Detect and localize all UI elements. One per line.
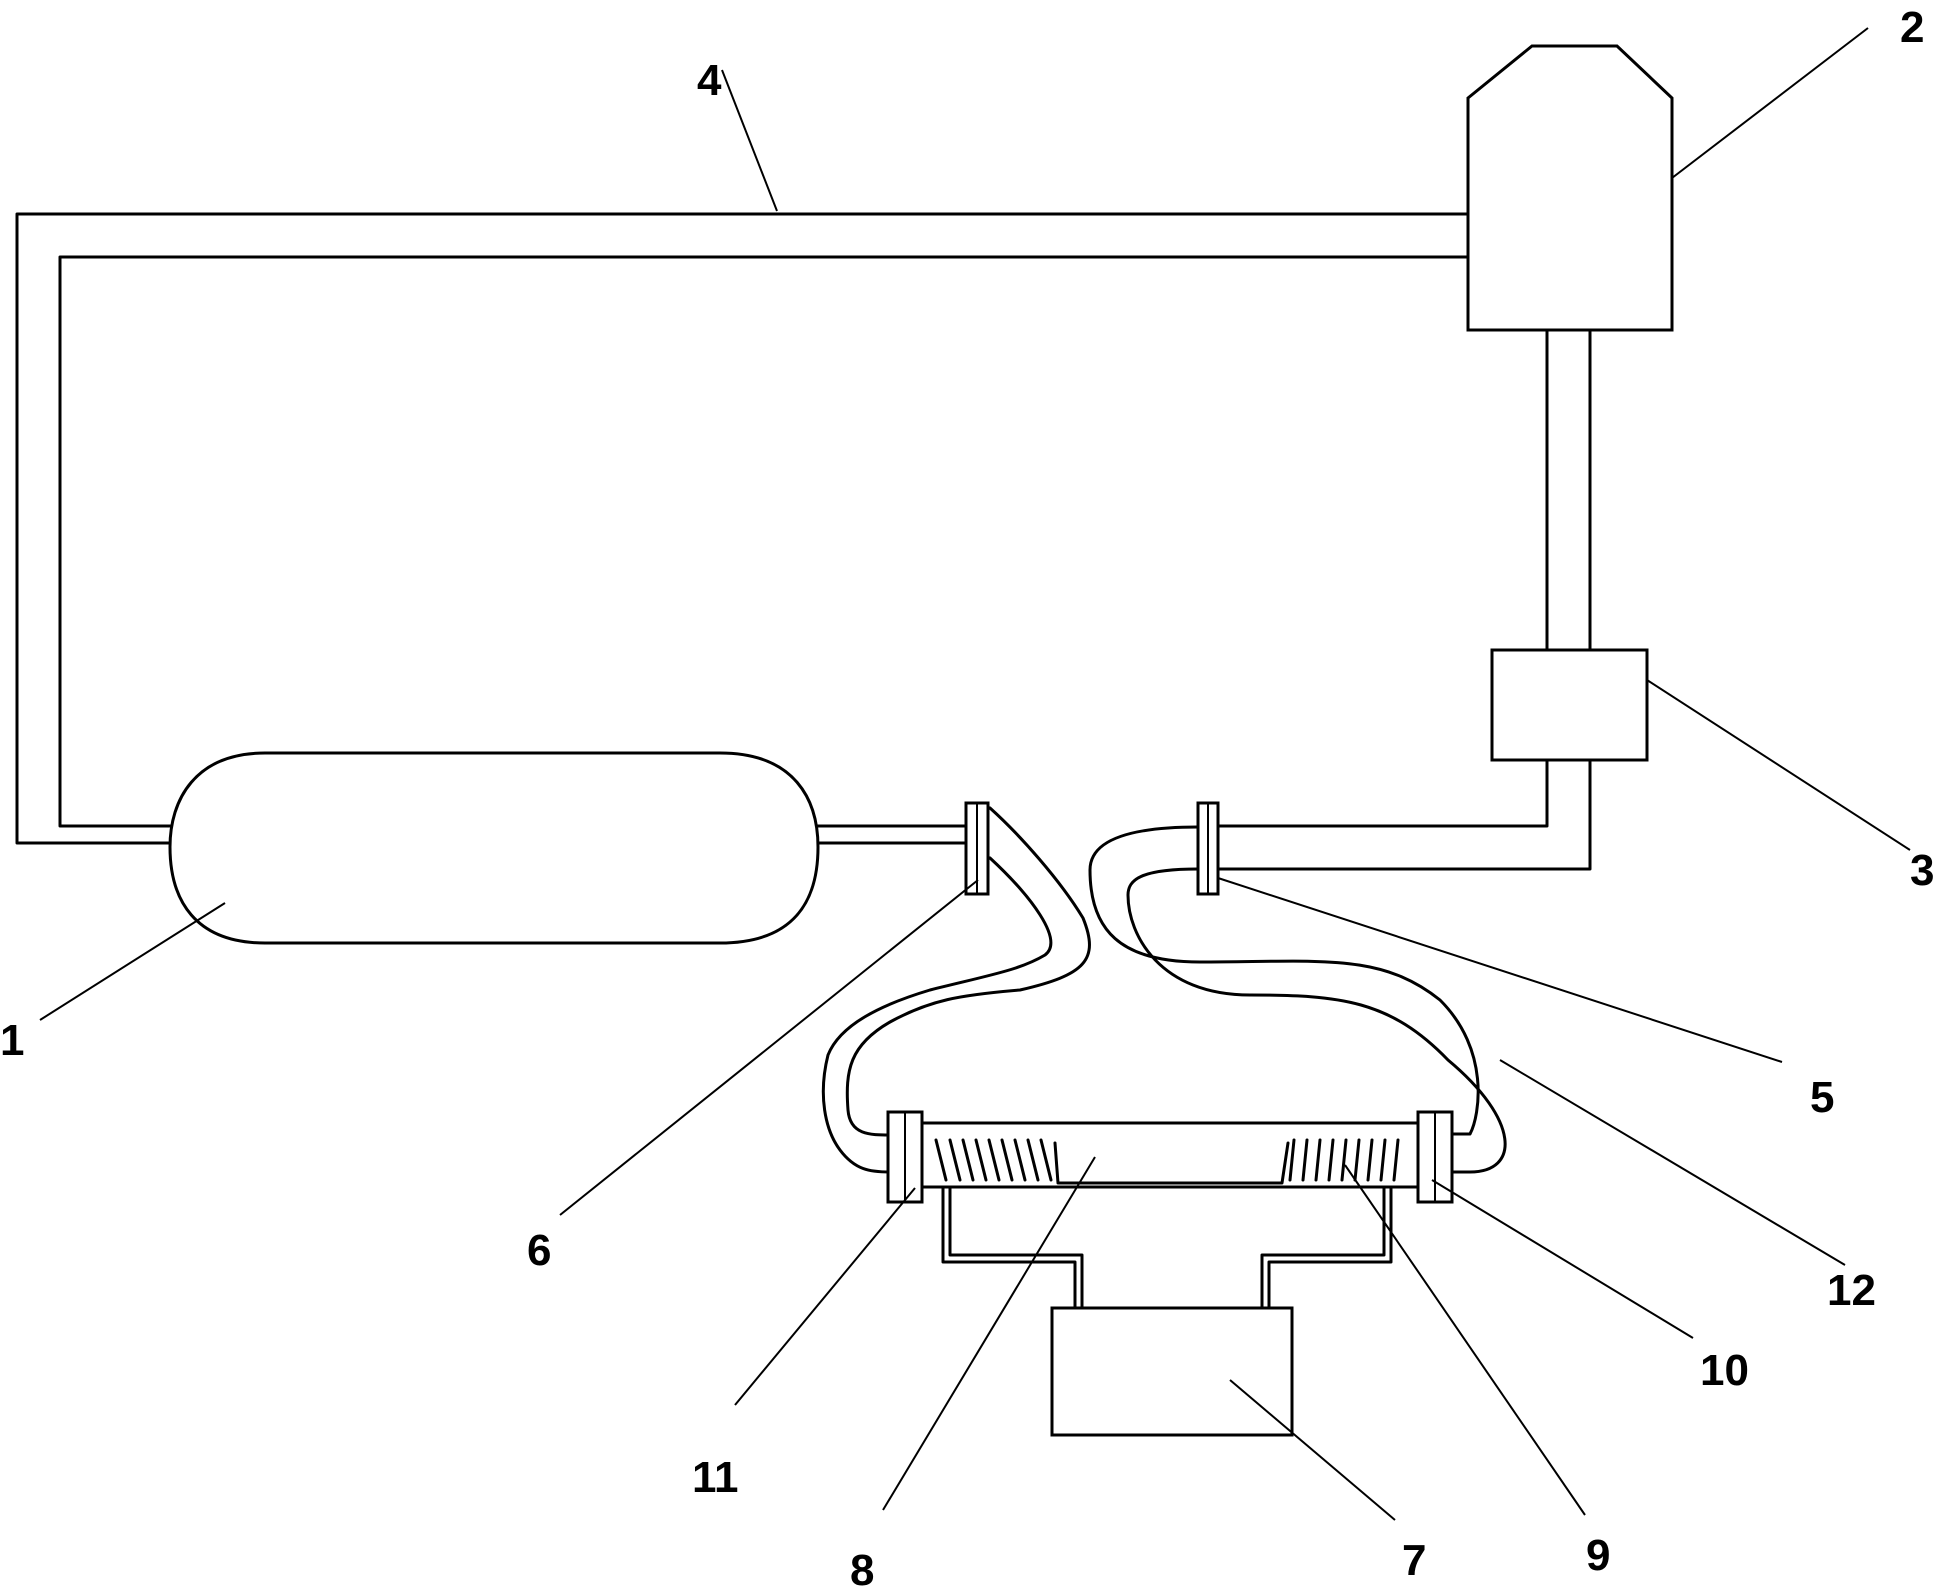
coil-windings (934, 1138, 1400, 1182)
hose-right (1088, 825, 1507, 1174)
coil-right (1288, 1138, 1400, 1182)
wire-leads (941, 1185, 1393, 1310)
tank (168, 751, 820, 945)
unit-top (1466, 44, 1674, 332)
label-12: 12 (1827, 1266, 1876, 1315)
label-3: 3 (1910, 846, 1934, 895)
leader-lines (39, 27, 1911, 1521)
power-unit (1050, 1306, 1294, 1437)
hose-left (821, 806, 1091, 1174)
label-11: 11 (692, 1453, 739, 1502)
label-6: 6 (527, 1226, 551, 1275)
label-10: 10 (1700, 1346, 1749, 1395)
component-box (1490, 648, 1649, 762)
number-labels: 1 2 3 4 5 6 7 8 9 10 11 12 (0, 3, 1934, 1591)
label-8: 8 (850, 1546, 874, 1591)
end-cap-left (886, 1110, 924, 1204)
pipe-loop (15, 212, 1592, 871)
label-9: 9 (1586, 1531, 1610, 1580)
label-4: 4 (697, 56, 722, 105)
label-7: 7 (1402, 1536, 1426, 1585)
label-1: 1 (0, 1016, 24, 1065)
label-2: 2 (1900, 3, 1924, 52)
end-cap-right (1416, 1110, 1454, 1204)
label-5: 5 (1810, 1073, 1834, 1122)
coil-left (934, 1138, 1053, 1182)
